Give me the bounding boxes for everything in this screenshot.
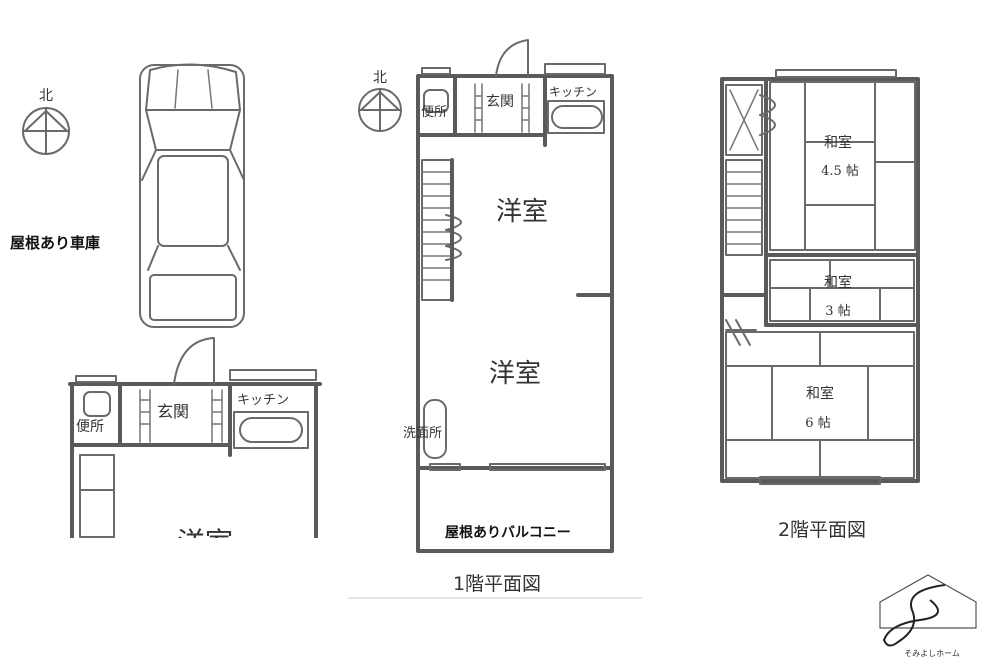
logo-text: そみよしホーム [904,649,960,658]
f1-toilet-label: 便所 [421,105,447,120]
f2-japanese-2-name: 和室 [824,274,852,291]
f1-washroom-label: 洗面所 [403,426,442,441]
f2-japanese-3-size: 6 帖 [805,416,830,431]
zoom-kitchen-label: キッチン [237,393,289,408]
north-compass-mid: 北 [358,70,402,132]
car-outline [139,63,245,328]
floor1-title: 1階平面図 [453,573,541,595]
garage-label: 屋根あり車庫 [10,234,100,252]
north-label-left: 北 [39,88,53,104]
logo-signature-mark [882,584,946,647]
company-logo: そみよしホーム [879,574,977,658]
floor1-zoom-crop: 便所 玄関 キッチン 洋室 [60,337,330,568]
f2-japanese-1-size: 4.5 帖 [821,164,859,179]
f1-western-room-1-label: 洋室 [496,197,548,227]
f1-western-room-2-label: 洋室 [489,359,541,389]
zoom-toilet-label: 便所 [76,419,104,435]
f1-kitchen-label: キッチン [549,85,597,99]
f1-entrance-label: 玄関 [486,93,514,110]
floor2-plan: 和室 4.5 帖 和室 3 帖 和室 6 帖 [720,69,920,485]
floor2-title: 2階平面図 [778,519,866,541]
zoom-entrance-label: 玄関 [157,402,189,421]
north-compass-left: 北 [22,88,70,155]
f2-japanese-1-name: 和室 [824,134,852,151]
f2-japanese-2-size: 3 帖 [825,304,850,319]
f1-balcony-label: 屋根ありバルコニー [445,524,571,541]
floor1-plan: 便所 玄関 キッチン 洋室 洋室 洗面所 屋根ありバルコニー [403,39,614,553]
north-label-mid: 北 [373,70,387,86]
f2-japanese-3-name: 和室 [806,385,834,402]
